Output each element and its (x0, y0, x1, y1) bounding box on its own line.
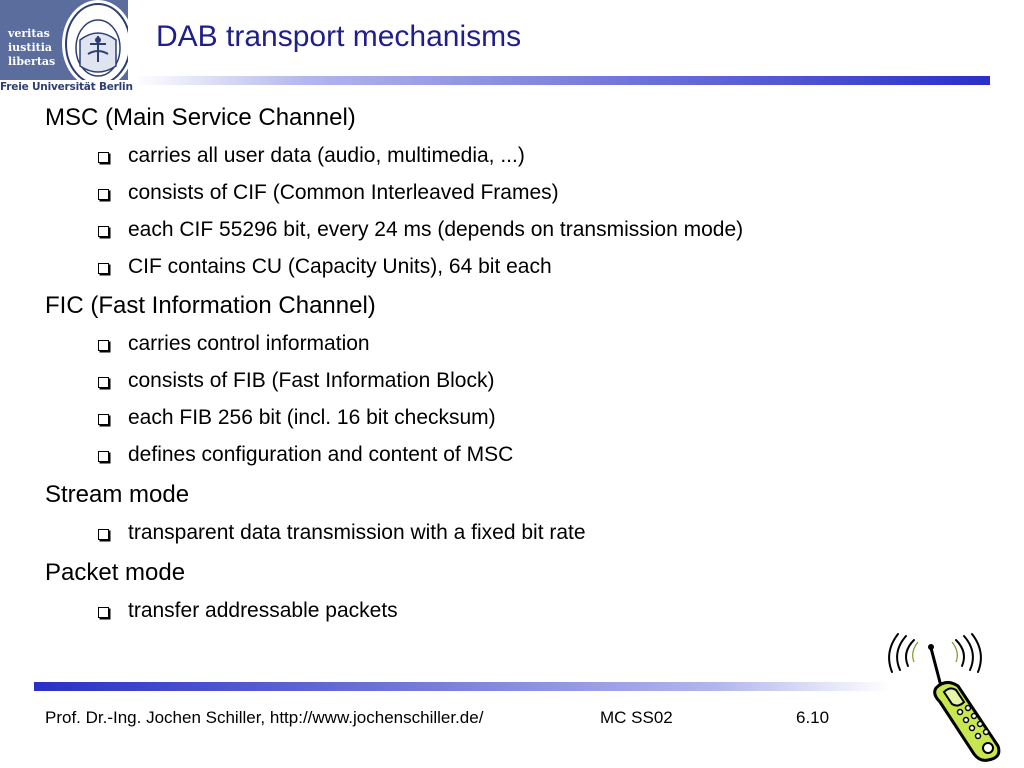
footer-author: Prof. Dr.-Ing. Jochen Schiller, http://w… (45, 708, 484, 727)
logo-motto: veritas iustitia libertas (8, 27, 55, 69)
footer-course: MC SS02 (600, 708, 673, 727)
bullet-text: transfer addressable packets (128, 599, 398, 622)
square-bullet-icon (98, 377, 109, 388)
bullet-text: consists of FIB (Fast Information Block) (128, 369, 495, 392)
section-heading-msc: MSC (Main Service Channel) (45, 104, 356, 131)
footer-divider (34, 682, 890, 691)
square-bullet-icon (98, 529, 109, 540)
logo-word: iustitia (8, 41, 53, 54)
mobile-phone-icon (888, 633, 1001, 762)
bullet-text: consists of CIF (Common Interleaved Fram… (128, 181, 559, 204)
bullet-text: each FIB 256 bit (incl. 16 bit checksum) (128, 406, 496, 429)
section-heading-fic: FIC (Fast Information Channel) (45, 292, 376, 319)
bullet-text: each CIF 55296 bit, every 24 ms (depends… (128, 218, 744, 241)
square-bullet-icon (98, 414, 109, 425)
logo-caption: Freie Universität Berlin (0, 81, 133, 93)
footer-page-number: 6.10 (796, 708, 830, 727)
square-bullet-icon (98, 340, 109, 351)
square-bullet-icon (98, 152, 109, 163)
section-heading-packet-mode: Packet mode (45, 559, 186, 586)
university-logo: veritas iustitia libertas Freie Universi… (0, 0, 133, 95)
square-bullet-icon (98, 226, 109, 237)
section-heading-stream-mode: Stream mode (45, 481, 190, 508)
bullet-text: carries all user data (audio, multimedia… (128, 144, 525, 167)
square-bullet-icon (98, 189, 109, 200)
logo-word: libertas (8, 55, 56, 68)
bullet-text: CIF contains CU (Capacity Units), 64 bit… (128, 255, 552, 278)
bullet-text: transparent data transmission with a fix… (128, 521, 586, 544)
bullet-text: defines configuration and content of MSC (128, 443, 514, 466)
logo-word: veritas (8, 27, 50, 40)
title-divider (134, 76, 990, 85)
square-bullet-icon (98, 263, 109, 274)
square-bullet-icon (98, 607, 109, 618)
slide-title: DAB transport mechanisms (156, 20, 522, 53)
university-seal-icon (58, 0, 128, 80)
square-bullet-icon (98, 451, 109, 462)
bullet-text: carries control information (128, 332, 370, 355)
